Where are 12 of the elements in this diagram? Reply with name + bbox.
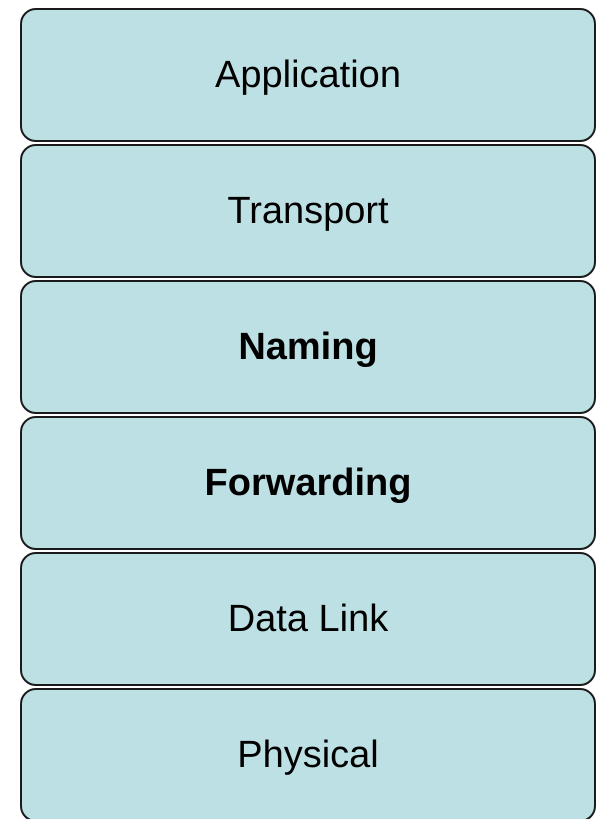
layer-box	[20, 688, 596, 819]
layer-box	[20, 280, 596, 414]
layer-box	[20, 416, 596, 550]
layer-label: Transport	[227, 190, 389, 232]
layer-box	[20, 552, 596, 686]
layer-box	[20, 8, 596, 142]
layer-label: Forwarding	[204, 462, 412, 504]
layer-label: Naming	[238, 326, 378, 368]
layer-box	[20, 144, 596, 278]
layer-label: Physical	[237, 734, 379, 776]
layer-label: Application	[215, 54, 401, 96]
layer-label: Data Link	[228, 598, 388, 640]
